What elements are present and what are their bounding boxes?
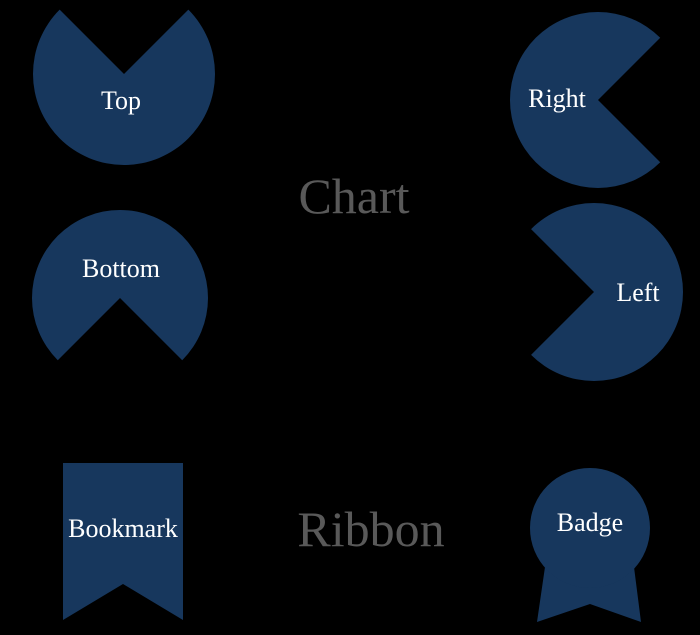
pie-notch-left-label: Left [616, 278, 660, 307]
chart-group-caption: Chart [298, 168, 410, 224]
bookmark-label: Bookmark [68, 514, 178, 543]
pie-notch-bottom-label: Bottom [81, 254, 161, 283]
pie-notch-right-label: Right [528, 84, 586, 113]
ribbon-group-caption: Ribbon [297, 501, 445, 557]
badge-label: Badge [556, 508, 624, 537]
pie-notch-top-label: Top [100, 86, 142, 115]
pie-notch-top-shape [33, 9, 215, 165]
pie-notch-bottom-shape [31, 209, 208, 361]
badge-circle [530, 468, 650, 588]
pie-notch-left-shape [531, 203, 684, 381]
bookmark-shape [63, 463, 183, 620]
pie-notch-right-shape [509, 12, 661, 189]
badge-shape [530, 468, 650, 622]
